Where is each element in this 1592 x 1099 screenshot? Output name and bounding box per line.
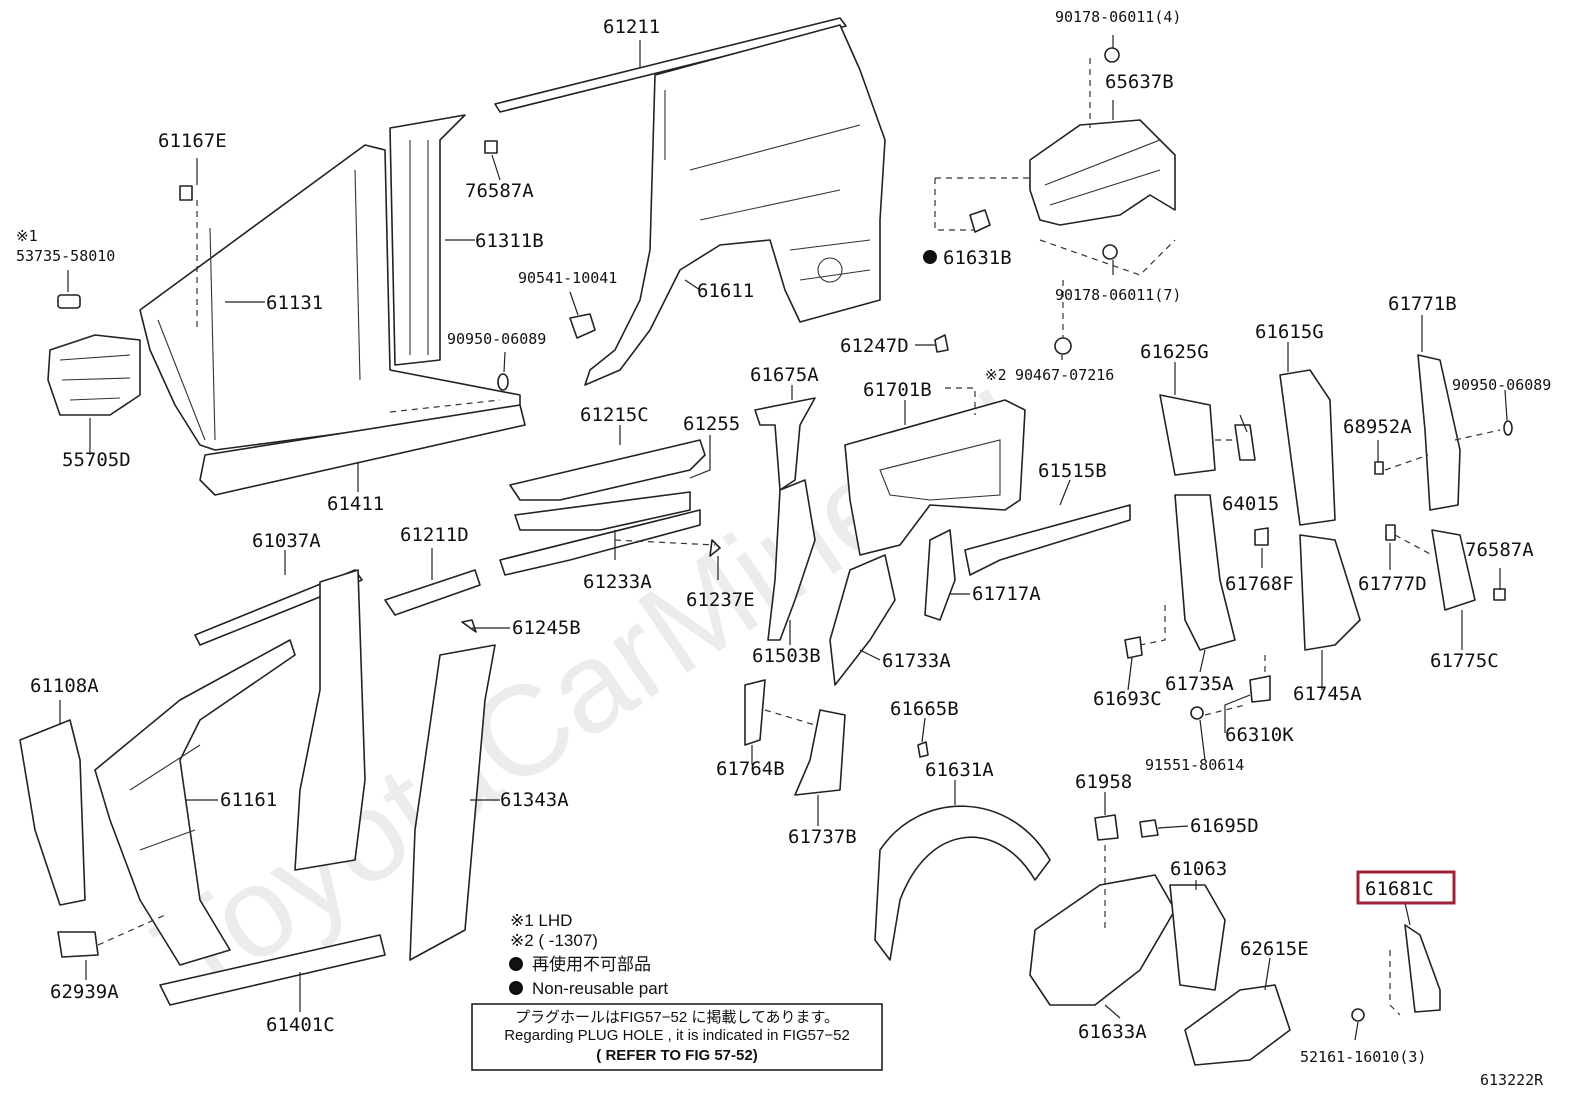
label-61167E[interactable]: 61167E xyxy=(158,130,227,152)
label-61633A[interactable]: 61633A xyxy=(1078,1021,1147,1043)
label-61615G[interactable]: 61615G xyxy=(1255,321,1324,343)
label-61161[interactable]: 61161 xyxy=(220,789,277,811)
label-90950-06089-left[interactable]: 90950-06089 xyxy=(447,330,546,348)
label-61681C[interactable]: 61681C xyxy=(1365,878,1434,900)
label-61693C[interactable]: 61693C xyxy=(1093,688,1162,710)
label-61237E[interactable]: 61237E xyxy=(686,589,755,611)
label-61503B[interactable]: 61503B xyxy=(752,645,821,667)
label-68952A[interactable]: 68952A xyxy=(1343,416,1412,438)
notice-line1: プラグホールはFIG57−52 に掲載してあります。 xyxy=(515,1009,839,1026)
label-61737B[interactable]: 61737B xyxy=(788,826,857,848)
highlight-box xyxy=(1356,870,1456,905)
label-61745A[interactable]: 61745A xyxy=(1293,683,1362,705)
label-61631B[interactable]: 61631B xyxy=(943,247,1012,269)
label-note1: ※1 xyxy=(16,227,38,245)
label-61343A[interactable]: 61343A xyxy=(500,789,569,811)
label-61625G[interactable]: 61625G xyxy=(1140,341,1209,363)
legend-lhd: ※1 LHD xyxy=(510,911,572,930)
label-61631A[interactable]: 61631A xyxy=(925,759,994,781)
label-61131[interactable]: 61131 xyxy=(266,292,323,314)
notice-line3[interactable]: ( REFER TO FIG 57-52) xyxy=(596,1047,757,1064)
label-62939A[interactable]: 62939A xyxy=(50,981,119,1003)
label-90950-06089-right[interactable]: 90950-06089 xyxy=(1452,376,1551,394)
leader-lines xyxy=(59,35,1508,1041)
label-53735-58010[interactable]: 53735-58010 xyxy=(16,247,115,265)
label-61037A[interactable]: 61037A xyxy=(252,530,321,552)
label-91551-80614[interactable]: 91551-80614 xyxy=(1145,756,1244,774)
notice-line2: Regarding PLUG HOLE , it is indicated in… xyxy=(504,1027,850,1044)
label-61764B[interactable]: 61764B xyxy=(716,758,785,780)
label-61733A[interactable]: 61733A xyxy=(882,650,951,672)
label-61215C[interactable]: 61215C xyxy=(580,404,649,426)
label-90467-07216[interactable]: 90467-07216 xyxy=(1015,366,1114,384)
legend-jp-nonreusable: 再使用不可部品 xyxy=(532,954,651,974)
legend: ※1 LHD ※2 ( -1307) 再使用不可部品 Non-reusable … xyxy=(509,911,668,998)
label-76587A-right[interactable]: 76587A xyxy=(1465,539,1534,561)
label-61771B[interactable]: 61771B xyxy=(1388,293,1457,315)
label-note2: ※2 xyxy=(985,366,1007,384)
legend-nonreusable: Non-reusable part xyxy=(532,979,668,998)
label-52161-16010-3[interactable]: 52161-16010(3) xyxy=(1300,1048,1426,1066)
label-55705D[interactable]: 55705D xyxy=(62,449,131,471)
label-61695D[interactable]: 61695D xyxy=(1190,815,1259,837)
label-90178-06011-4[interactable]: 90178-06011(4) xyxy=(1055,8,1181,26)
label-90178-06011-7[interactable]: 90178-06011(7) xyxy=(1055,286,1181,304)
label-61775C[interactable]: 61775C xyxy=(1430,650,1499,672)
label-61958[interactable]: 61958 xyxy=(1075,771,1132,793)
label-61255[interactable]: 61255 xyxy=(683,413,740,435)
label-61611[interactable]: 61611 xyxy=(697,280,754,302)
label-61717A[interactable]: 61717A xyxy=(972,583,1041,605)
label-61777D[interactable]: 61777D xyxy=(1358,573,1427,595)
label-90541-10041[interactable]: 90541-10041 xyxy=(518,269,617,287)
label-65637B[interactable]: 65637B xyxy=(1105,71,1174,93)
label-61735A[interactable]: 61735A xyxy=(1165,673,1234,695)
label-61108A[interactable]: 61108A xyxy=(30,675,99,697)
label-61768F[interactable]: 61768F xyxy=(1225,573,1294,595)
label-61665B[interactable]: 61665B xyxy=(890,698,959,720)
label-61401C[interactable]: 61401C xyxy=(266,1014,335,1036)
label-61701B[interactable]: 61701B xyxy=(863,379,932,401)
figure-code: 613222R xyxy=(1480,1071,1544,1089)
label-61233A[interactable]: 61233A xyxy=(583,571,652,593)
label-61211D[interactable]: 61211D xyxy=(400,524,469,546)
label-66310K[interactable]: 66310K xyxy=(1225,724,1294,746)
legend-range: ※2 ( -1307) xyxy=(510,931,598,950)
label-61515B[interactable]: 61515B xyxy=(1038,460,1107,482)
label-76587A-top[interactable]: 76587A xyxy=(465,180,534,202)
label-62615E[interactable]: 62615E xyxy=(1240,938,1309,960)
label-61063[interactable]: 61063 xyxy=(1170,858,1227,880)
label-61211[interactable]: 61211 xyxy=(603,16,660,38)
part-shapes xyxy=(19,17,1513,1066)
label-61247D[interactable]: 61247D xyxy=(840,335,909,357)
notice-box: プラグホールはFIG57−52 に掲載してあります。 Regarding PLU… xyxy=(471,1003,883,1071)
label-61245B[interactable]: 61245B xyxy=(512,617,581,639)
label-61411[interactable]: 61411 xyxy=(327,493,384,515)
label-64015[interactable]: 64015 xyxy=(1222,493,1279,515)
label-61675A[interactable]: 61675A xyxy=(750,364,819,386)
label-61311B[interactable]: 61311B xyxy=(475,230,544,252)
part-labels: 61211 61167E 76587A 61311B ※1 53735-5801… xyxy=(16,8,1551,1066)
